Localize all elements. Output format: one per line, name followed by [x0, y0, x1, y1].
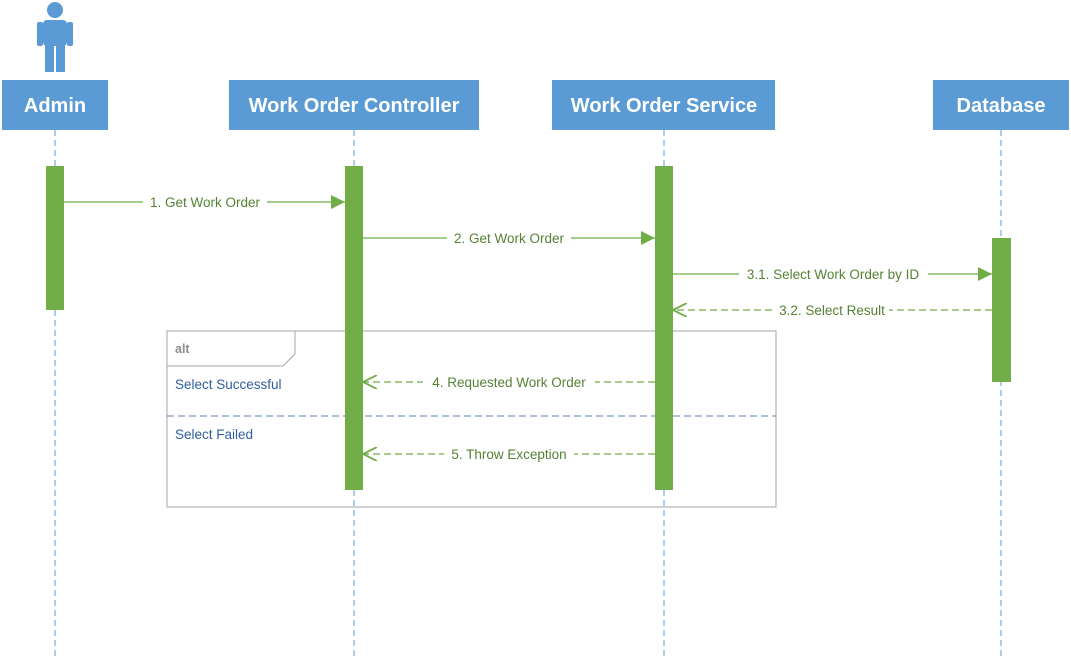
participants: Admin Work Order Controller Work Order S… — [2, 80, 1069, 130]
alt-frame-tag: alt — [175, 342, 190, 356]
message-label-3-1: 3.1. Select Work Order by ID — [747, 267, 920, 282]
message-label-2: 2. Get Work Order — [454, 231, 565, 246]
message-label-bg-2 — [447, 229, 571, 247]
participant-database-label: Database — [957, 95, 1046, 117]
participant-admin-label: Admin — [24, 95, 86, 117]
message-label-bg-1 — [143, 193, 267, 211]
guard-select-successful: Select Successful — [175, 377, 282, 392]
message-label-1: 1. Get Work Order — [150, 195, 261, 210]
participant-admin: Admin — [2, 80, 108, 130]
participant-database-box — [933, 80, 1069, 130]
activation-controller — [345, 166, 363, 490]
participant-controller-box — [229, 80, 479, 130]
participant-service-box — [552, 80, 775, 130]
message-label-4: 4. Requested Work Order — [432, 375, 586, 390]
alt-frame: alt Select Successful Select Failed — [166, 330, 777, 508]
message-label-3-2: 3.2. Select Result — [779, 303, 885, 318]
activation-admin — [46, 166, 64, 310]
message-label-bg-3-1 — [739, 265, 928, 283]
message-label-bg-5 — [444, 445, 574, 463]
participant-admin-box — [2, 80, 108, 130]
participant-controller: Work Order Controller — [229, 80, 479, 130]
message-label-bg-4 — [423, 373, 595, 391]
person-icon — [37, 2, 73, 72]
alt-frame-border — [166, 330, 777, 508]
participant-service: Work Order Service — [552, 80, 775, 130]
messages: 1. Get Work Order 2. Get Work Order 3.1.… — [64, 193, 992, 463]
participant-service-label: Work Order Service — [571, 95, 757, 117]
guard-select-failed: Select Failed — [175, 427, 253, 442]
activations — [46, 166, 1011, 490]
activation-database — [992, 238, 1011, 382]
participant-database: Database — [933, 80, 1069, 130]
participant-controller-label: Work Order Controller — [249, 95, 460, 117]
alt-frame-tag-box — [167, 330, 296, 367]
message-label-bg-3-2 — [775, 301, 889, 319]
activation-service — [655, 166, 673, 490]
message-label-5: 5. Throw Exception — [451, 447, 566, 462]
